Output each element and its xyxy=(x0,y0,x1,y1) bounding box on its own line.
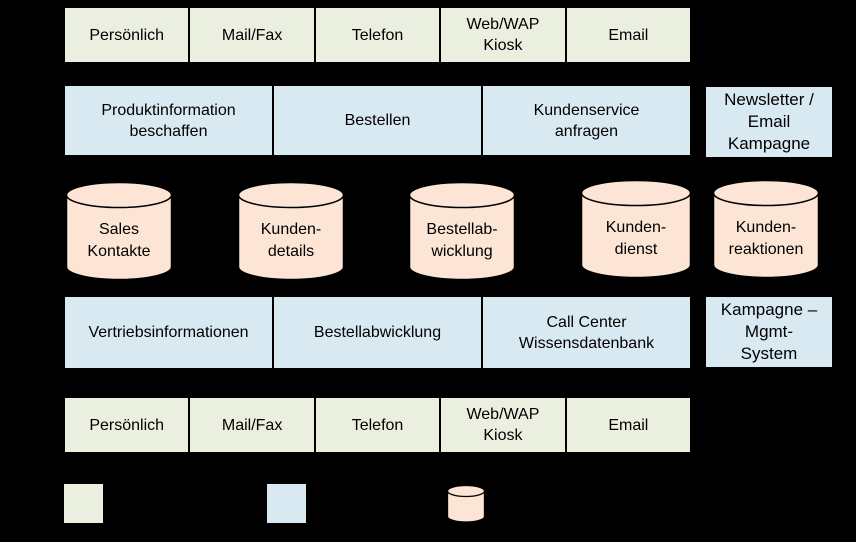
channel-box: Mail/Fax xyxy=(190,8,314,62)
system-row: Vertriebsinformationen Bestellabwicklung… xyxy=(65,297,690,368)
newsletter-campaign-box: Newsletter / Email Kampagne xyxy=(706,87,832,157)
channel-row-bottom: Persönlich Mail/Fax Telefon Web/WAP Kios… xyxy=(65,398,691,452)
channel-box: Telefon xyxy=(315,398,440,452)
database-label: Kunden- reaktionen xyxy=(728,219,804,258)
channel-box: Persönlich xyxy=(65,398,189,452)
cylinder-shape-icon xyxy=(237,181,345,281)
cylinder-shape-icon xyxy=(408,181,516,281)
channel-box: Email xyxy=(566,8,691,62)
channel-row-top: Persönlich Mail/Fax Telefon Web/WAP Kios… xyxy=(65,8,691,62)
database-cylinder: Bestellab- wicklung xyxy=(408,181,516,281)
database-cylinder: Kunden- dienst xyxy=(580,179,692,279)
process-row: Produktinformation beschaffen Bestellen … xyxy=(65,86,690,155)
cylinder-shape-icon xyxy=(446,484,486,523)
cylinder-shape-icon xyxy=(65,181,173,281)
database-label: Kunden- details xyxy=(260,221,322,260)
channel-swatch xyxy=(64,484,103,523)
database-cylinder: Sales Kontakte xyxy=(65,181,173,281)
database-cylinder-swatch xyxy=(446,484,486,523)
channel-box: Web/WAP Kiosk xyxy=(441,8,565,62)
system-box: Call Center Wissensdatenbank xyxy=(483,297,690,368)
database-label: Sales Kontakte xyxy=(87,221,151,260)
cylinder-shape-icon xyxy=(580,179,692,279)
database-cylinder: Kunden- details xyxy=(237,181,345,281)
database-cylinder: Kunden- reaktionen xyxy=(712,179,820,279)
process-box: Produktinformation beschaffen xyxy=(65,86,272,155)
campaign-mgmt-box: Kampagne – Mgmt- System xyxy=(706,297,832,367)
process-box: Kundenservice anfragen xyxy=(483,86,690,155)
channel-box: Telefon xyxy=(315,8,440,62)
process-swatch xyxy=(267,484,306,523)
system-box: Bestellabwicklung xyxy=(274,297,481,368)
process-box: Bestellen xyxy=(274,86,481,155)
database-label: Bestellab- wicklung xyxy=(426,221,498,260)
channel-box: Persönlich xyxy=(65,8,189,62)
system-box: Vertriebsinformationen xyxy=(65,297,272,368)
channel-box: Mail/Fax xyxy=(190,398,314,452)
database-label: Kunden- dienst xyxy=(605,219,667,258)
channel-box: Web/WAP Kiosk xyxy=(441,398,565,452)
cylinder-shape-icon xyxy=(712,179,820,279)
channel-box: Email xyxy=(566,398,691,452)
